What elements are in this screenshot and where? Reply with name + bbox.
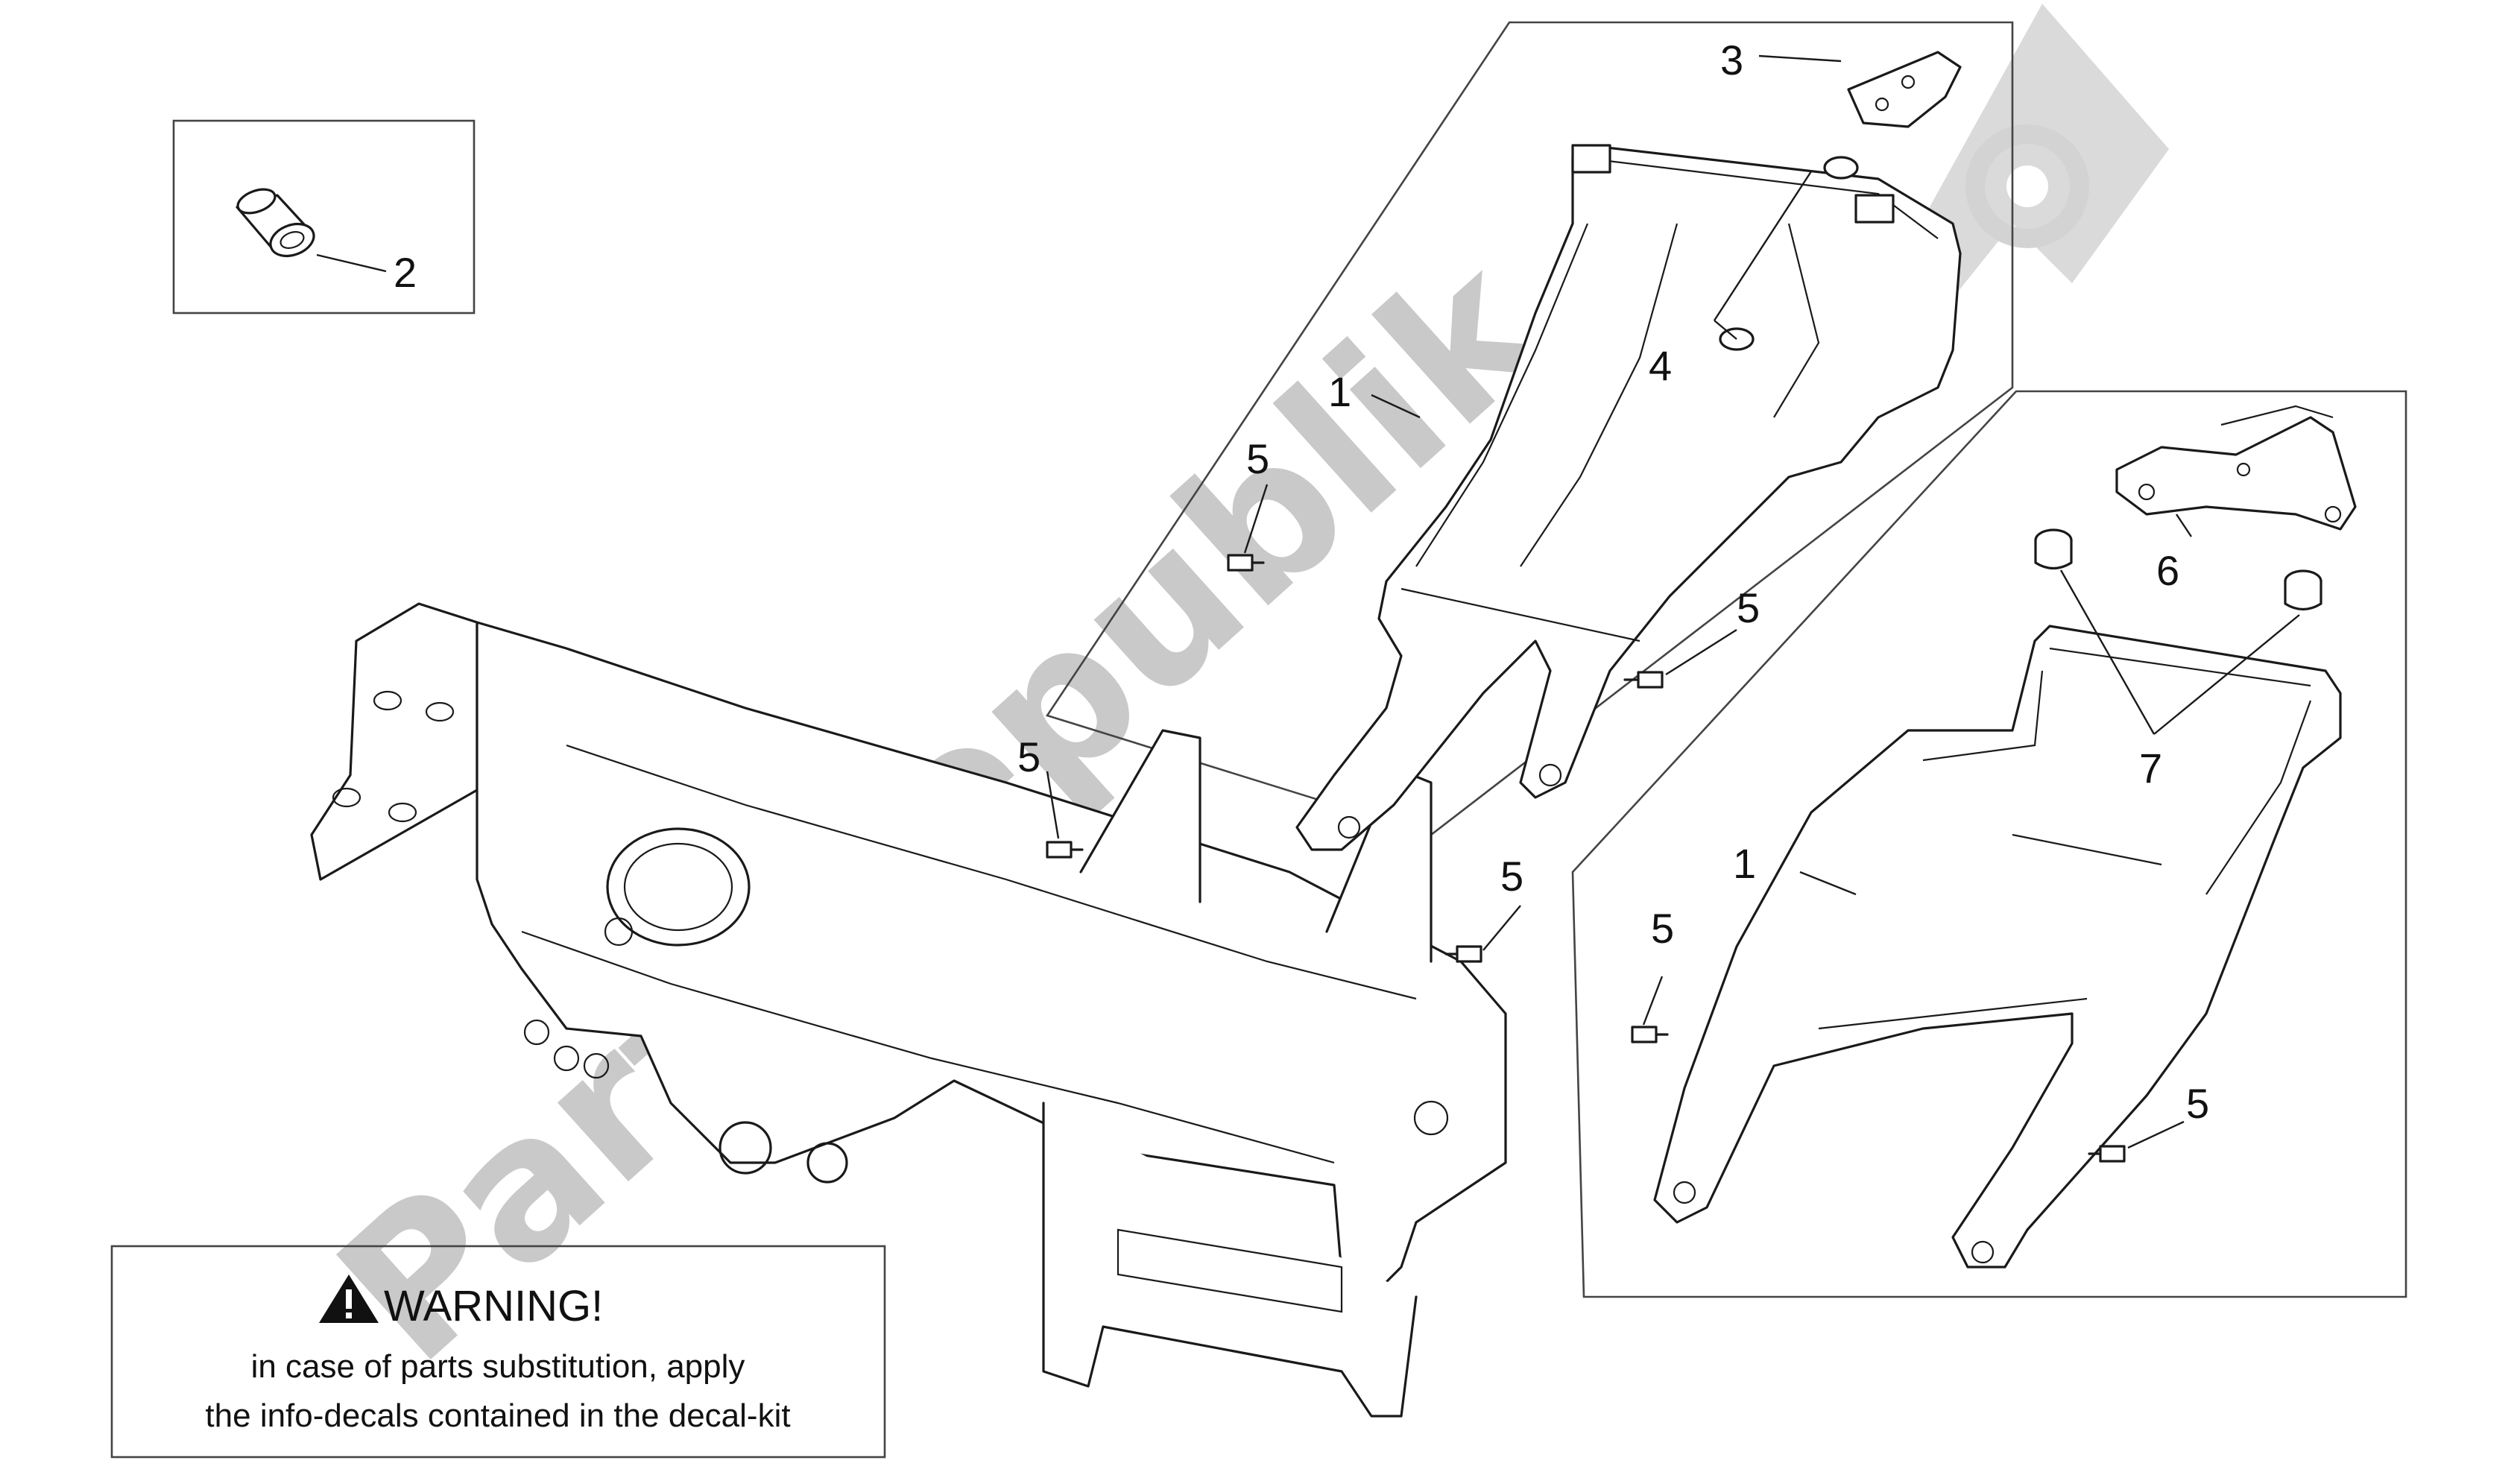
main-frame <box>310 602 1507 1418</box>
warning-line-1: in case of parts substitution, apply <box>251 1348 745 1385</box>
callout-5-a: 5 <box>1246 435 1269 482</box>
detail-box-item-2: 2 <box>172 119 476 315</box>
callout-4: 4 <box>1649 342 1672 389</box>
callout-5-d: 5 <box>1500 853 1523 900</box>
callout-1-lower: 1 <box>1733 840 1756 887</box>
warning-title: WARNING! <box>384 1282 603 1330</box>
bushings-7 <box>2034 528 2322 611</box>
callout-1-upper: 1 <box>1328 368 1351 415</box>
bracket-plate-3 <box>1847 51 1962 128</box>
warning-line-2: the info-decals contained in the decal-k… <box>205 1397 790 1434</box>
leader-line-2 <box>316 253 387 273</box>
callout-5-b: 5 <box>1737 584 1760 631</box>
screws-5 <box>1046 554 2126 1163</box>
callout-5-c: 5 <box>1017 733 1040 780</box>
detail-box-frame <box>172 119 476 315</box>
warning-box: WARNING! in case of parts substitution, … <box>110 1245 886 1459</box>
callout-5-f: 5 <box>2186 1080 2209 1127</box>
bracket-plate-6 <box>2115 405 2357 531</box>
bushing-part <box>236 188 315 258</box>
rear-subframe-upper <box>1295 144 1962 851</box>
callout-3: 3 <box>1720 37 1743 83</box>
subframe-group-box-lower <box>1571 390 2407 1298</box>
warning-triangle-icon <box>319 1274 379 1323</box>
subframe-group-box-upper <box>1045 21 2014 836</box>
warning-box-frame <box>110 1245 886 1459</box>
callout-6: 6 <box>2156 547 2179 594</box>
leader-lines <box>1046 54 2300 1149</box>
rear-subframe-lower <box>1653 528 2342 1269</box>
watermark-logo-icon <box>1908 4 2169 298</box>
callout-2: 2 <box>394 249 417 296</box>
callout-7: 7 <box>2139 745 2162 792</box>
callout-5-e: 5 <box>1651 905 1674 952</box>
callouts: 3 1 4 5 5 5 5 1 5 6 7 5 <box>1017 37 2209 1127</box>
